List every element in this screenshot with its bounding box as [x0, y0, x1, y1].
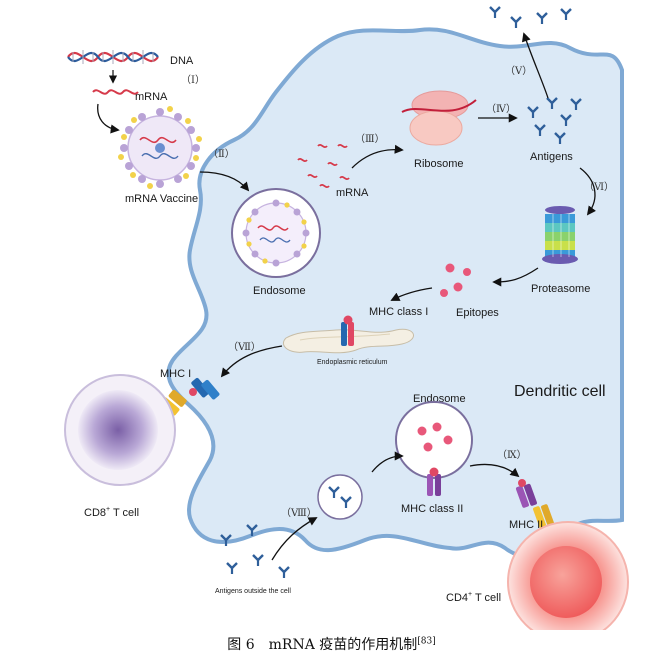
proteasome-to-epitopes-arrow [492, 267, 539, 287]
endosome-label-1: Endosome [253, 285, 306, 297]
figure-caption: 图 6 mRNA 疫苗的作用机制[83] [0, 634, 663, 654]
er-to-mhc-1-arrow [220, 345, 283, 378]
step-4-label: （Ⅳ） [486, 103, 516, 115]
mhc-1-label: MHC I [160, 368, 191, 380]
epitopes-label: Epitopes [456, 307, 499, 319]
cd4-tcr-icon [533, 504, 555, 529]
proteasome-icon [542, 206, 578, 264]
figure-caption-text: 图 6 mRNA 疫苗的作用机制 [227, 637, 418, 653]
mrna-to-vaccine-arrow [97, 103, 120, 134]
step-6-label: （Ⅵ） [584, 181, 614, 193]
endosome-to-mhc-2-arrow [469, 463, 520, 478]
cd4-t-cell-icon [507, 521, 629, 630]
endosome-2-vesicle-icon [395, 401, 473, 479]
mhc-class-2-endosome-icon [427, 467, 441, 496]
epitopes-icon [440, 263, 471, 297]
mhc-2-label: MHC II [509, 519, 543, 531]
endosome-vesicle-icon [231, 188, 321, 278]
antigens-label: Antigens [530, 151, 573, 163]
step-2-label: （Ⅱ） [208, 148, 235, 160]
mhc-2-surface-icon [515, 479, 537, 508]
mrna-label-top: mRNA [135, 91, 168, 103]
mrna-strand-icon [92, 89, 139, 95]
mhc-class-2-label: MHC class II [401, 503, 463, 515]
step-3-label: （Ⅲ） [355, 133, 385, 145]
released-mrna-icon [297, 143, 350, 189]
endoplasmic-reticulum-label: Endoplasmic reticulum [317, 359, 388, 366]
mhc-1-surface-icon [189, 377, 220, 400]
dna-label: DNA [170, 55, 194, 67]
mhc-class-1-er-icon [341, 315, 354, 346]
step-7-label: （Ⅶ） [228, 341, 261, 353]
step-8-label: （Ⅷ） [281, 507, 317, 519]
mhc-class-1-label: MHC class I [369, 306, 428, 318]
antigens-outside-label: Antigens outside the cell [215, 588, 291, 595]
mrna-label-mid: mRNA [336, 187, 369, 199]
ribosome-icon [401, 90, 477, 146]
cd8-t-cell-label: CD8+ T cell [84, 506, 139, 519]
figure-caption-ref: [83] [417, 636, 436, 647]
dendritic-cell-label: Dendritic cell [514, 383, 606, 400]
proteasome-label: Proteasome [531, 283, 590, 295]
mrna-vaccine-label: mRNA Vaccine [125, 193, 198, 205]
antigens-uptake-arrow [271, 517, 318, 561]
mrna-vaccine-nanoparticle-icon [118, 106, 202, 189]
antigens-to-proteasome-arrow [579, 167, 597, 216]
mrna-to-ribosome-arrow [351, 144, 404, 169]
step-1-label: （Ⅰ） [181, 74, 205, 86]
epitopes-to-mhc-arrow [390, 287, 433, 301]
phagosome-to-endosome-arrow [371, 451, 404, 473]
antigens-exit-arrow [521, 32, 549, 99]
dna-helix-icon [67, 50, 159, 64]
cd8-t-cell-icon [64, 374, 176, 486]
step-5-label: （Ⅴ） [505, 65, 532, 77]
exported-antigens-icon [488, 5, 573, 30]
vaccine-to-endosome-arrow [199, 171, 250, 192]
phagosome-vesicle-icon [317, 474, 363, 520]
step-9-label: （Ⅸ） [497, 449, 527, 461]
cd4-t-cell-label: CD4+ T cell [446, 591, 501, 604]
ribosome-label: Ribosome [414, 158, 464, 170]
mrna-vaccine-mechanism-diagram: DNA （Ⅰ） mRNA mRNA Vaccine （Ⅱ） [64, 5, 629, 630]
